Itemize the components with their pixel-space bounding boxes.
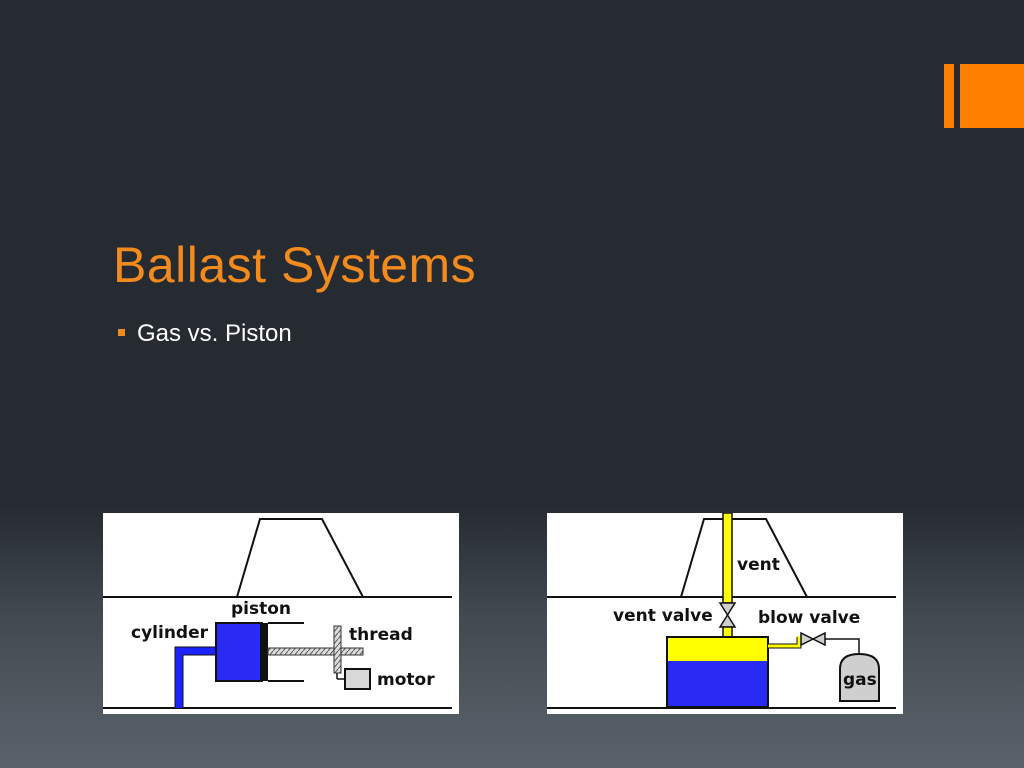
- sail-outline: [680, 518, 808, 598]
- bullet-item: Gas vs. Piston: [118, 320, 292, 348]
- label-motor: motor: [377, 670, 435, 690]
- piston-ballast-svg: piston cylinder thread motor: [103, 518, 452, 709]
- blow-valve-icon: [800, 631, 826, 647]
- tank-gas: [667, 637, 768, 661]
- bullet-text: Gas vs. Piston: [137, 320, 292, 347]
- label-thread: thread: [349, 625, 413, 645]
- gas-ballast-svg: vent vent valve blow valve gas: [547, 513, 896, 709]
- thread-rod: [267, 647, 364, 656]
- label-piston: piston: [231, 599, 291, 619]
- tank-water: [667, 661, 768, 707]
- sail-outline: [236, 518, 364, 598]
- cylinder-pipe-outline: [174, 646, 216, 708]
- blow-pipe: [768, 636, 801, 648]
- bullet-square-icon: [118, 328, 125, 336]
- accent-bar-thin: [944, 64, 954, 128]
- piston-water: [215, 622, 263, 682]
- tank-outline: [666, 636, 769, 708]
- vent-pipe-lower: [722, 626, 733, 638]
- label-blow-valve: blow valve: [758, 608, 860, 628]
- piston-head: [260, 623, 268, 681]
- gas-bottle: [839, 652, 880, 702]
- vent-pipe: [722, 513, 733, 604]
- slide-title: Ballast Systems: [113, 237, 477, 293]
- label-vent: vent: [737, 555, 780, 575]
- accent-bar-wide: [960, 64, 1024, 128]
- label-vent-valve: vent valve: [613, 606, 713, 626]
- label-gas: gas: [843, 670, 877, 690]
- motor-box: [344, 668, 371, 690]
- thread-gear: [333, 625, 342, 674]
- label-cylinder: cylinder: [131, 623, 209, 643]
- vent-valve-icon: [718, 602, 737, 628]
- cylinder-pipe: [175, 647, 216, 708]
- piston-ballast-diagram: piston cylinder thread motor: [103, 513, 459, 714]
- gas-ballast-diagram: vent vent valve blow valve gas: [547, 513, 903, 714]
- gas-line: [825, 638, 860, 653]
